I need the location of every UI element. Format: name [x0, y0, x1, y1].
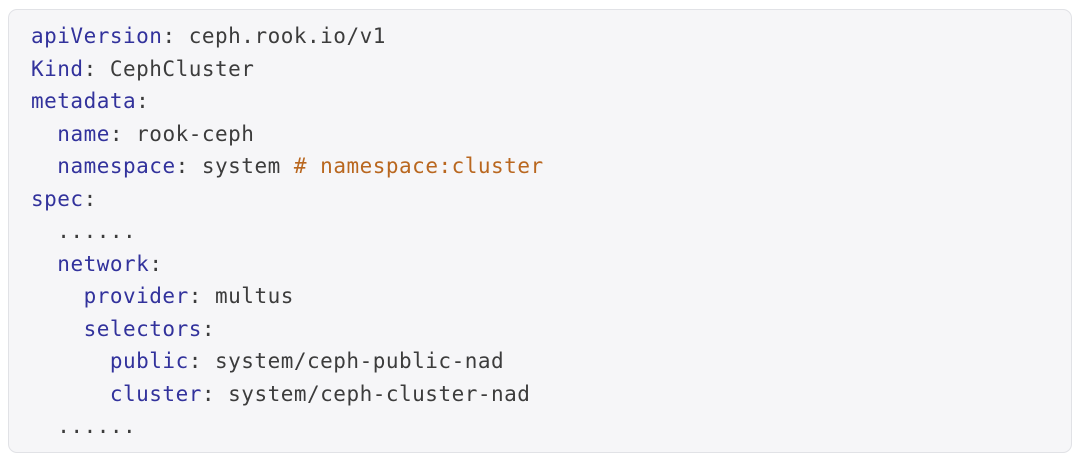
code-line: ......: [31, 410, 1047, 443]
code-token-plain: [31, 252, 57, 276]
code-line: selectors:: [31, 313, 1047, 346]
code-token-plain: : system/ceph-public-nad: [188, 349, 505, 373]
code-token-key: Kind: [31, 56, 84, 81]
code-token-comment: # namespace:cluster: [293, 154, 544, 178]
code-line: metadata:: [31, 85, 1047, 118]
code-token-plain: :: [149, 251, 163, 276]
code-line: ......: [31, 215, 1047, 248]
code-token-plain: : system: [175, 154, 294, 178]
code-token-key: apiVersion: [31, 24, 163, 48]
code-token-plain: : CephCluster: [83, 56, 255, 81]
code-token-plain: [31, 317, 84, 341]
code-token-key: namespace: [57, 154, 176, 178]
code-token-plain: :: [136, 89, 150, 113]
code-line: network:: [31, 248, 1047, 281]
code-token-plain: : ceph.rook.io/v1: [162, 24, 386, 48]
code-token-plain: [31, 349, 110, 373]
code-token-key: spec: [31, 186, 84, 211]
code-token-plain: : rook-ceph: [109, 121, 255, 146]
code-line: public: system/ceph-public-nad: [31, 345, 1047, 378]
code-token-plain: [31, 122, 57, 146]
code-line: cluster: system/ceph-cluster-nad: [31, 378, 1047, 411]
code-token-key: selectors: [83, 316, 202, 341]
code-token-plain: [31, 382, 110, 406]
code-token-plain: [31, 284, 84, 308]
code-token-plain: :: [201, 316, 216, 341]
code-token-key: cluster: [109, 381, 202, 406]
code-token-plain: ......: [31, 219, 137, 243]
code-token-key: network: [57, 251, 150, 276]
code-line: spec:: [31, 183, 1047, 216]
code-token-key: metadata: [31, 89, 137, 113]
code-line: namespace: system # namespace:cluster: [31, 150, 1047, 183]
code-token-key: public: [109, 349, 189, 373]
code-token-plain: :: [83, 186, 97, 211]
code-line: provider: multus: [31, 280, 1047, 313]
code-token-key: name: [57, 121, 110, 146]
code-line: apiVersion: ceph.rook.io/v1: [31, 20, 1047, 53]
code-token-plain: : system/ceph-cluster-nad: [201, 381, 531, 406]
code-token-plain: ......: [31, 414, 137, 438]
code-line: name: rook-ceph: [31, 118, 1047, 151]
code-token-plain: : multus: [188, 284, 294, 308]
code-line: Kind: CephCluster: [31, 53, 1047, 86]
code-token-key: provider: [83, 284, 189, 308]
code-token-plain: [31, 154, 57, 178]
